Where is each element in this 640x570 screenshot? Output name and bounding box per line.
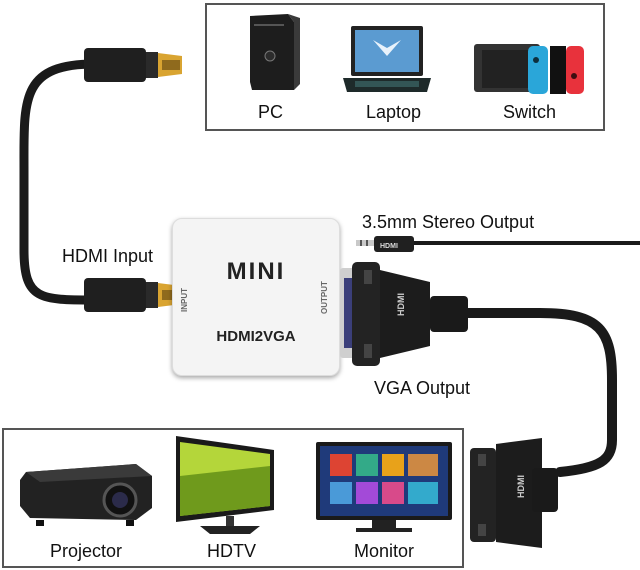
source-label-laptop: Laptop <box>366 102 422 122</box>
pc-tower-icon <box>250 14 300 90</box>
display-devices-panel <box>2 428 464 568</box>
laptop-icon <box>343 26 431 92</box>
adapter-output-label: OUTPUT <box>320 281 329 314</box>
audio-output-label: 3.5mm Stereo Output <box>362 212 535 232</box>
display-label-monitor: Monitor <box>354 541 415 561</box>
adapter-input-label: INPUT <box>180 288 189 312</box>
hdtv-icon <box>176 436 274 534</box>
vga-connector-adapter-side: HDMI <box>352 262 468 366</box>
vga-output-label: VGA Output <box>374 378 471 398</box>
adapter-brand: MINI <box>226 258 286 285</box>
adapter-body <box>172 218 340 376</box>
display-label-hdtv: HDTV <box>207 541 256 561</box>
vga-connector-display-side: HDMI <box>470 438 558 548</box>
vga-cable-brand-bottom: HDMI <box>516 475 526 498</box>
display-label-projector: Projector <box>50 541 123 561</box>
source-label-pc: PC <box>258 102 284 122</box>
hdmi-input-label: HDMI Input <box>62 246 154 266</box>
source-label-switch: Switch <box>503 102 557 122</box>
hdmi-connector-bottom <box>84 278 182 312</box>
projector-icon <box>20 464 152 526</box>
svg-text:HDMI: HDMI <box>380 243 398 250</box>
hdmi-connector-top <box>84 48 182 82</box>
audio-jack-connector: HDMI <box>356 236 414 252</box>
monitor-icon <box>316 442 452 532</box>
vga-cable-brand-top: HDMI <box>396 293 406 316</box>
adapter-model: HDMI2VGA <box>216 328 296 345</box>
game-console-icon <box>474 44 584 94</box>
